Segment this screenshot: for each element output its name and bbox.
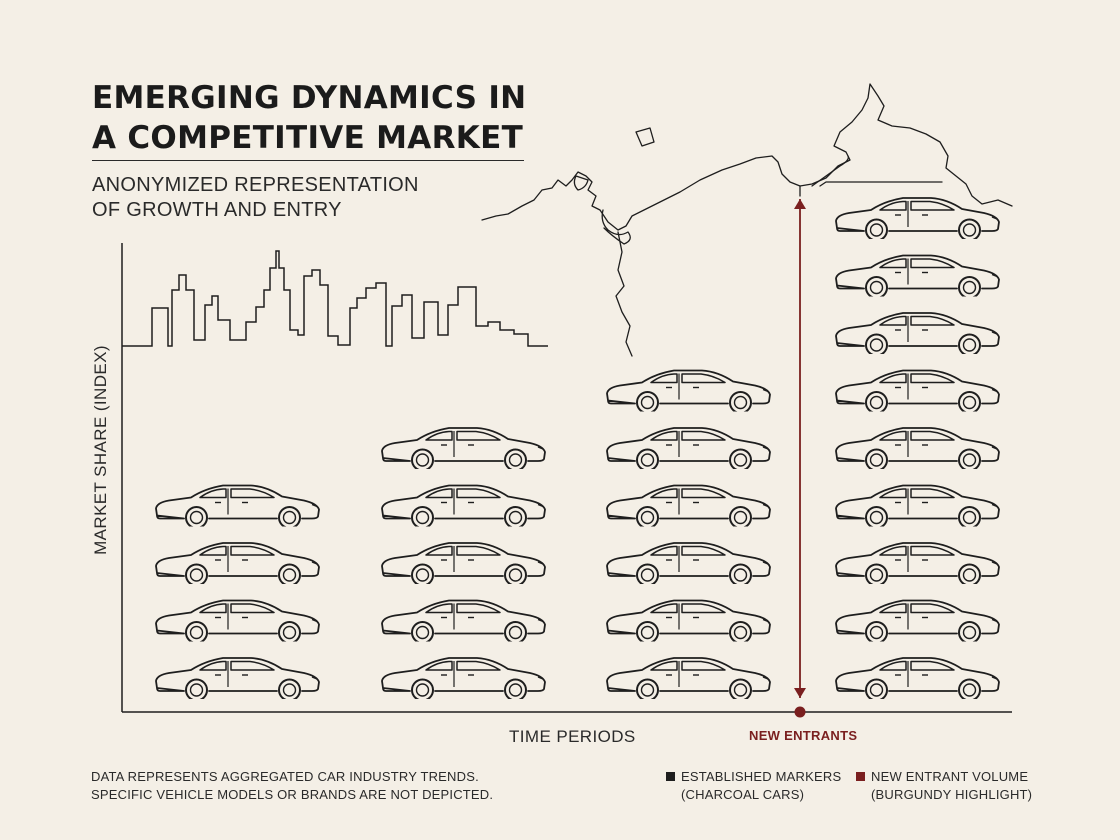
- car-icon: [381, 657, 546, 699]
- footnote: DATA REPRESENTS AGGREGATED CAR INDUSTRY …: [91, 768, 511, 804]
- chart-title-line-2: A COMPETITIVE MARKET: [92, 120, 524, 156]
- coastline-map: [481, 83, 1013, 357]
- chart-marks: [155, 197, 1000, 718]
- car-icon: [835, 599, 1000, 642]
- city-skyline: [122, 250, 548, 347]
- chart-subtitle-line-2: OF GROWTH AND ENTRY: [92, 199, 342, 221]
- bar-3: [606, 369, 771, 699]
- car-icon: [835, 369, 1000, 412]
- legend-label-established-line-1: ESTABLISHED MARKERS: [681, 769, 842, 784]
- car-icon: [835, 484, 1000, 527]
- legend-label-new-entrant-line-2: (BURGUNDY HIGHLIGHT): [871, 787, 1033, 802]
- legend-swatch-new-entrant: [856, 772, 865, 781]
- car-icon: [155, 599, 320, 642]
- bar-2: [381, 427, 546, 699]
- chart-subtitle-line-1: ANONYMIZED REPRESENTATION: [92, 174, 419, 196]
- legend-swatch-established: [666, 772, 675, 781]
- car-icon: [835, 657, 1000, 699]
- car-icon: [606, 369, 771, 412]
- car-icon: [381, 599, 546, 642]
- chart-title: EMERGING DYNAMICS IN A COMPETITIVE MARKE…: [92, 78, 552, 158]
- car-icon: [606, 427, 771, 469]
- bar-1: [155, 484, 320, 699]
- footnote-line-1: DATA REPRESENTS AGGREGATED CAR INDUSTRY …: [91, 769, 479, 784]
- legend-label-established-line-2: (CHARCOAL CARS): [681, 787, 805, 802]
- car-icon: [381, 427, 546, 469]
- car-icon: [835, 254, 1000, 297]
- car-icon: [155, 484, 320, 527]
- footnote-line-2: SPECIFIC VEHICLE MODELS OR BRANDS ARE NO…: [91, 787, 494, 802]
- car-icon: [835, 312, 1000, 354]
- title-divider: [92, 160, 524, 161]
- x-axis-label: TIME PERIODS: [509, 727, 636, 746]
- car-icon: [155, 542, 320, 584]
- car-icon: [835, 197, 1000, 239]
- car-icon: [606, 657, 771, 699]
- car-icon: [155, 657, 320, 699]
- car-icon: [606, 484, 771, 527]
- bar-4: [835, 197, 1000, 699]
- car-icon: [835, 542, 1000, 584]
- car-icon: [835, 427, 1000, 469]
- chart-subtitle: ANONYMIZED REPRESENTATION OF GROWTH AND …: [92, 173, 492, 223]
- new-entrants-label: NEW ENTRANTS: [749, 728, 858, 743]
- car-icon: [381, 542, 546, 584]
- car-icon: [381, 484, 546, 527]
- new-entrants-marker: [794, 706, 806, 718]
- car-icon: [606, 599, 771, 642]
- chart-title-line-1: EMERGING DYNAMICS IN: [92, 80, 527, 116]
- legend-label-new-entrant-line-1: NEW ENTRANT VOLUME: [871, 769, 1029, 784]
- new-entrants-arrow: [794, 199, 806, 718]
- car-icon: [606, 542, 771, 584]
